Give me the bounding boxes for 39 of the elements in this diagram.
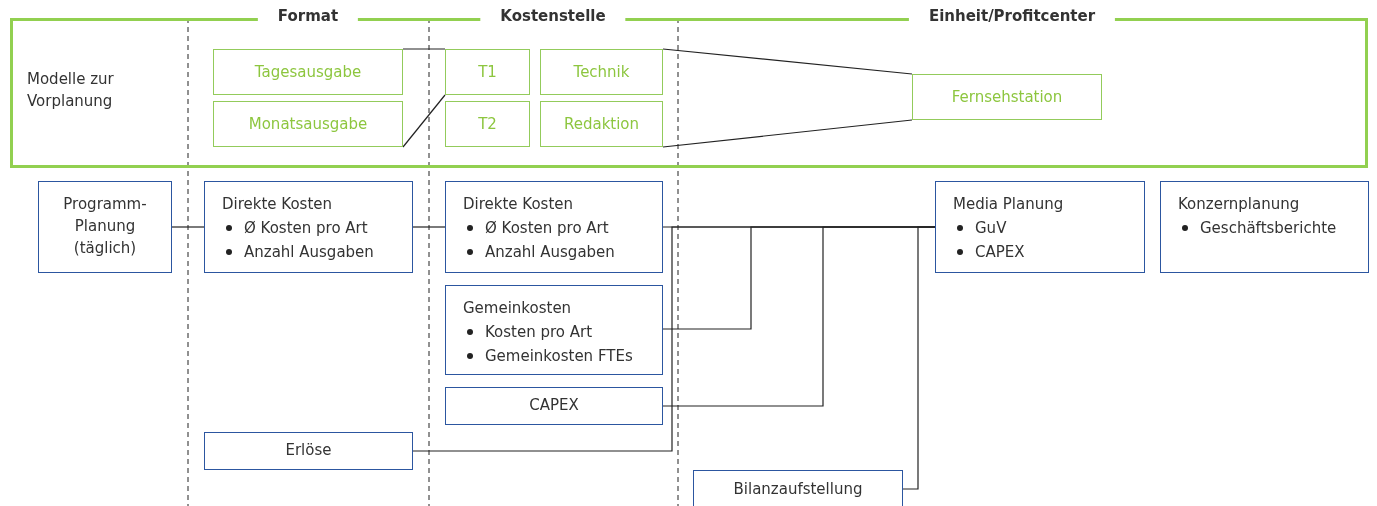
model-box: T1 <box>445 49 530 95</box>
bullet-text: Anzahl Ausgaben <box>485 242 615 263</box>
box-heading: Direkte Kosten <box>222 194 334 215</box>
planning-box: Bilanzaufstellung <box>693 470 903 506</box>
connector-line <box>402 48 446 50</box>
connector-line <box>412 226 446 228</box>
box-heading: Gemeinkosten <box>463 298 573 319</box>
connector-line <box>171 226 205 228</box>
box-heading: Media Planung <box>953 194 1065 215</box>
planning-box <box>935 181 1145 273</box>
bullet-text: Ø Kosten pro Art <box>485 218 609 239</box>
group-title: Modelle zur Vorplanung <box>27 69 115 112</box>
bullet-text: Kosten pro Art <box>485 322 593 343</box>
model-box: Monatsausgabe <box>213 101 403 147</box>
bullet-text: CAPEX <box>975 242 1025 263</box>
planning-box: Erlöse <box>204 432 413 470</box>
planning-box <box>445 285 663 375</box>
bullet-text: Gemeinkosten FTEs <box>485 346 633 367</box>
planning-box <box>204 181 413 273</box>
bullet-text: Ø Kosten pro Art <box>244 218 368 239</box>
connector-line <box>402 94 446 148</box>
planning-box: CAPEX <box>445 387 663 425</box>
bullet-text: Geschäftsberichte <box>1200 218 1337 239</box>
planning-box: Programm-Planung (täglich) <box>38 181 172 273</box>
model-box: Redaktion <box>540 101 663 147</box>
bullet-text: GuV <box>975 218 1007 239</box>
model-box: Fernsehstation <box>912 74 1102 120</box>
box-heading: Direkte Kosten <box>463 194 575 215</box>
planning-box <box>1160 181 1369 273</box>
column-header: Einheit/Profitcenter <box>908 7 1116 25</box>
connector-line <box>902 226 936 490</box>
connector-line <box>662 48 913 75</box>
planning-box <box>445 181 663 273</box>
box-heading: Konzernplanung <box>1178 194 1301 215</box>
connector-line <box>662 119 913 148</box>
model-box: Tagesausgabe <box>213 49 403 95</box>
model-box: T2 <box>445 101 530 147</box>
model-box: Technik <box>540 49 663 95</box>
bullet-text: Anzahl Ausgaben <box>244 242 374 263</box>
